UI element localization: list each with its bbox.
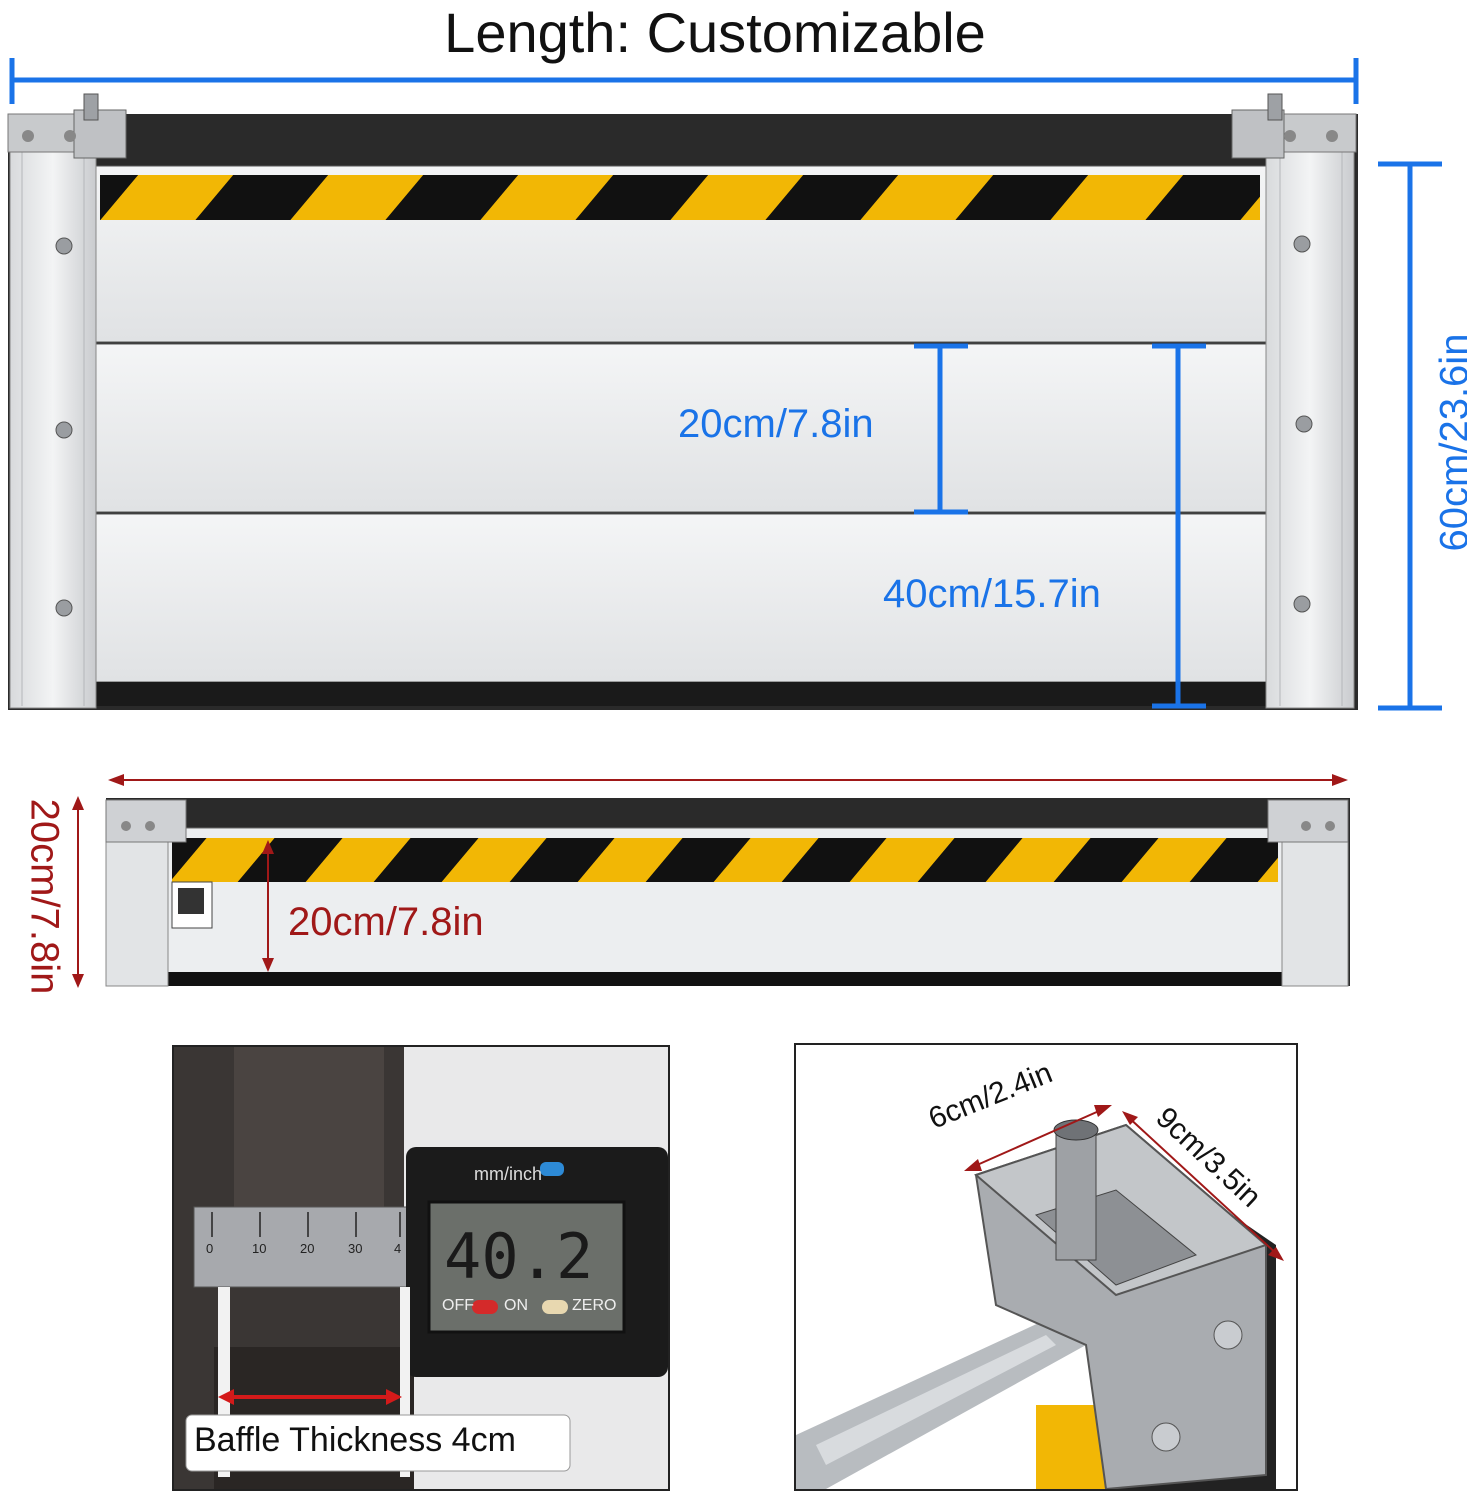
- hazard-stripe: [100, 175, 1260, 220]
- baffle-thickness-caption: Baffle Thickness 4cm: [194, 1421, 516, 1459]
- single-board-height-label: 20cm/7.8in: [22, 798, 67, 995]
- caliper-display-reading: 40.2: [444, 1220, 594, 1293]
- bracket-photo: 6cm/2.4in 9cm/3.5in: [794, 1043, 1298, 1491]
- ruler-tick-label: 20: [300, 1241, 315, 1256]
- caliper-unit-label: mm/inch: [474, 1164, 543, 1184]
- one-board-height-label: 20cm/7.8in: [678, 402, 874, 446]
- caliper-photo: 40.2 mm/inch OFF ON ZERO 0 10 20 30 4 Ba…: [172, 1045, 670, 1491]
- ruler-tick-label: 30: [348, 1241, 363, 1256]
- left-post: [9, 149, 97, 709]
- hazard-stripe-small: [172, 838, 1278, 882]
- main-barrier-illustration: [7, 58, 1442, 711]
- caliper-off-label: OFF: [442, 1297, 474, 1314]
- ruler-tick-label: 10: [252, 1241, 267, 1256]
- total-height-label: 60cm/23.6in: [1432, 333, 1467, 552]
- single-board-inner-height-label: 20cm/7.8in: [288, 900, 484, 944]
- ruler-tick-label: 4: [394, 1241, 402, 1256]
- caliper-on-label: ON: [504, 1297, 528, 1314]
- caliper-zero-label: ZERO: [572, 1297, 617, 1314]
- two-board-height-label: 40cm/15.7in: [883, 572, 1101, 616]
- ruler-tick-label: 0: [206, 1241, 214, 1256]
- page-title: Length: Customizable: [444, 1, 986, 64]
- single-board-illustration: [72, 774, 1350, 988]
